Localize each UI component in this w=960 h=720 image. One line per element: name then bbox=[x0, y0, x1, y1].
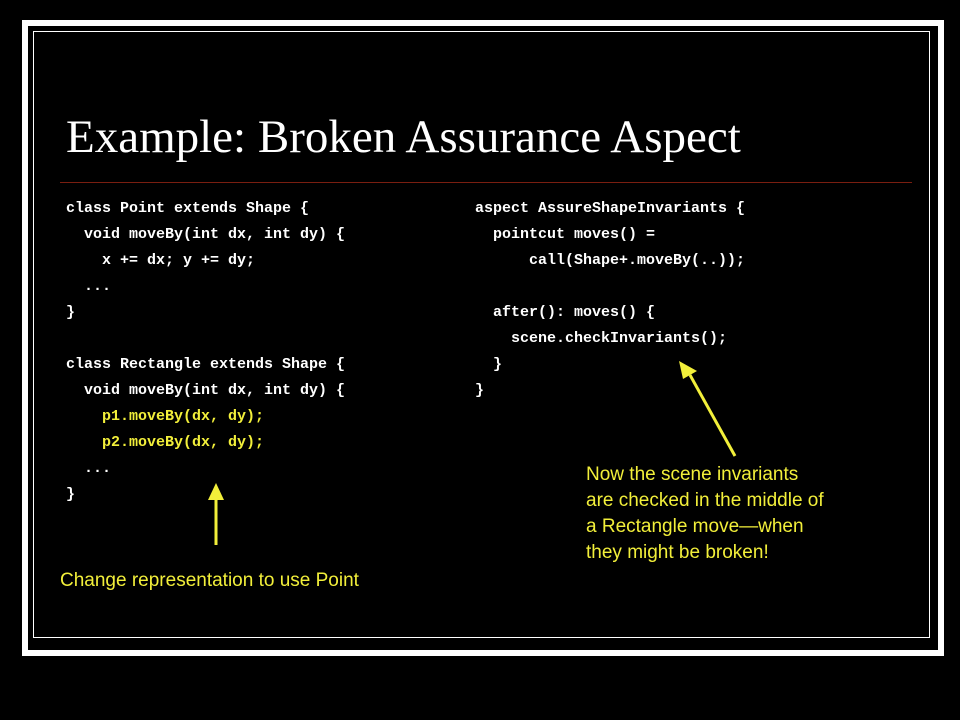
code-block-left: class Point extends Shape { void moveBy(… bbox=[66, 196, 426, 516]
arrow-diagonal-icon bbox=[679, 361, 737, 457]
code-line: call(Shape+.moveBy(..)); bbox=[475, 252, 746, 269]
code-line: void moveBy(int dx, int dy) { bbox=[66, 382, 346, 399]
slide-inner-border bbox=[33, 31, 930, 638]
code-line: aspect AssureShapeInvariants { bbox=[475, 200, 746, 217]
annotation-right: Now the scene invariants are checked in … bbox=[586, 462, 916, 566]
annotation-line: are checked in the middle of bbox=[586, 490, 824, 511]
annotation-line: they might be broken! bbox=[586, 542, 769, 563]
code-line: class Rectangle extends Shape { bbox=[66, 356, 346, 373]
code-line: } bbox=[66, 304, 76, 321]
arrow-up-icon bbox=[208, 483, 224, 545]
code-line: pointcut moves() = bbox=[475, 226, 656, 243]
code-line: scene.checkInvariants(); bbox=[475, 330, 728, 347]
code-line: } bbox=[475, 356, 503, 373]
code-line: ... bbox=[66, 460, 112, 477]
code-line: class Point extends Shape { bbox=[66, 200, 310, 217]
annotation-line: a Rectangle move—when bbox=[586, 516, 804, 537]
code-line-highlighted: p2.moveBy(dx, dy); bbox=[66, 434, 265, 451]
title-divider bbox=[60, 182, 912, 183]
code-line: x += dx; y += dy; bbox=[66, 252, 256, 269]
annotation-left: Change representation to use Point bbox=[60, 570, 359, 591]
code-line: } bbox=[66, 486, 76, 503]
annotation-line: Now the scene invariants bbox=[586, 464, 799, 485]
code-line: after(): moves() { bbox=[475, 304, 656, 321]
code-line: void moveBy(int dx, int dy) { bbox=[66, 226, 346, 243]
slide-outer-border bbox=[22, 20, 944, 656]
slide-title: Example: Broken Assurance Aspect bbox=[66, 111, 741, 163]
code-block-right: aspect AssureShapeInvariants { pointcut … bbox=[475, 196, 835, 416]
code-line: } bbox=[475, 382, 485, 399]
code-line-highlighted: p1.moveBy(dx, dy); bbox=[66, 408, 265, 425]
code-line: ... bbox=[66, 278, 112, 295]
